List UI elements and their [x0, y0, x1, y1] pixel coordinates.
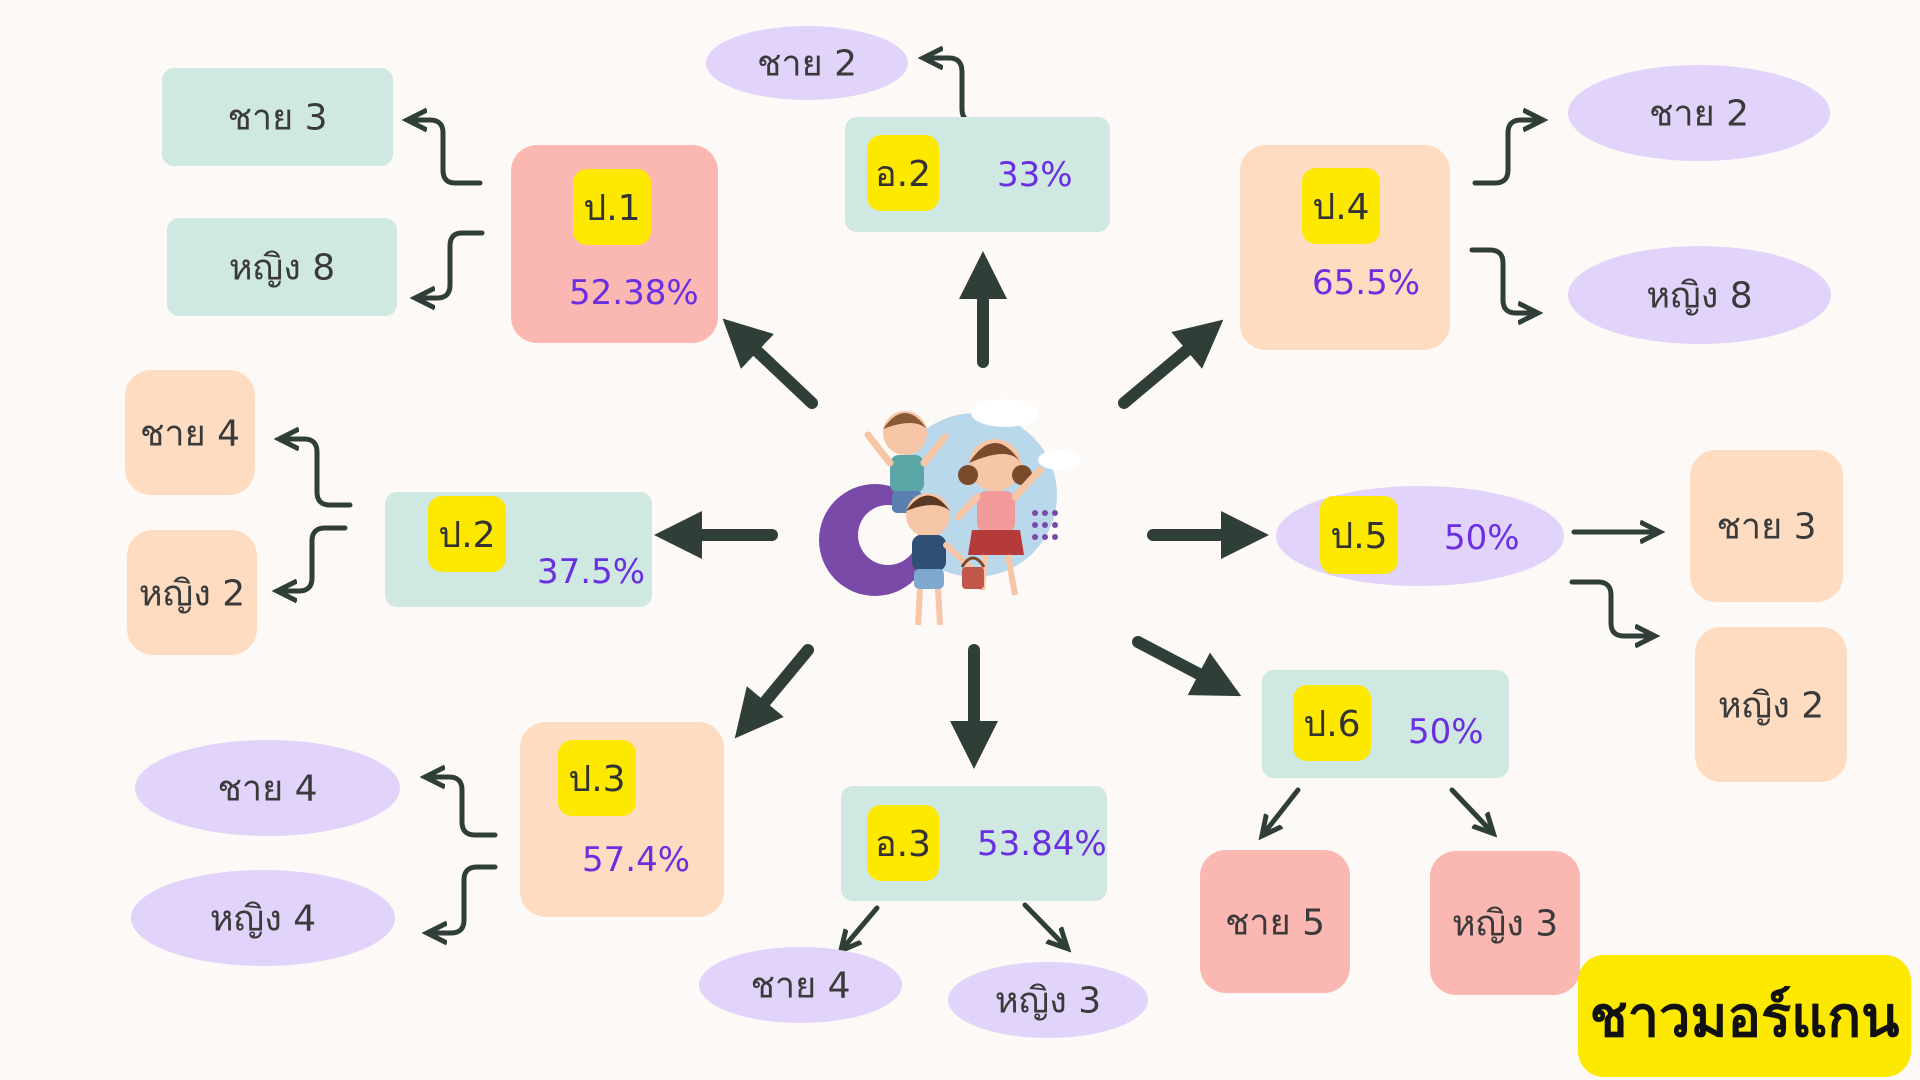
branch-p3-female: [432, 864, 498, 933]
node-p5-percent: 50%: [1444, 518, 1520, 558]
a3-male-oval: ชาย 4: [699, 947, 902, 1023]
a3-female-oval: หญิง 3: [948, 962, 1148, 1038]
node-a2-percent: 33%: [997, 155, 1073, 195]
branch-p4-female: [1469, 247, 1533, 313]
p2-male-box: ชาย 4: [125, 370, 255, 495]
node-a3-label: อ.3: [867, 805, 939, 881]
branch-p6-male: [1265, 787, 1301, 832]
node-p1-percent: 52.38%: [569, 273, 699, 313]
arrow-to-p6: [1132, 636, 1242, 697]
branch-p6-female: [1449, 787, 1490, 830]
arrow-to-p3: [734, 644, 814, 739]
branch-p3-male: [430, 777, 498, 838]
p3-male-text: ชาย 4: [217, 768, 318, 810]
p4-male-text: ชาย 2: [1648, 93, 1750, 135]
p1-female-box: หญิง 8: [167, 218, 397, 316]
p6-female-text: หญิง 3: [1451, 903, 1559, 945]
node-a3: อ.3 53.84%: [841, 786, 1107, 901]
p6-male-box: ชาย 5: [1200, 850, 1350, 993]
p1-male-text: ชาย 3: [227, 97, 328, 139]
arrow-to-p4: [1118, 319, 1224, 409]
p4-female-text: หญิง 8: [1646, 275, 1753, 317]
a2-male-oval: ชาย 2: [706, 26, 908, 100]
node-p3: ป.3 57.4%: [520, 722, 724, 917]
p2-female-box: หญิง 2: [127, 530, 257, 655]
node-p3-percent: 57.4%: [582, 840, 691, 880]
branch-a3-female: [1022, 902, 1064, 945]
node-p2-label: ป.2: [428, 496, 506, 572]
branch-p1-male: [412, 120, 483, 186]
branch-p2-female: [282, 525, 348, 591]
node-a3-percent: 53.84%: [977, 824, 1107, 864]
node-p5: ป.5 50%: [1276, 486, 1564, 586]
p2-male-text: ชาย 4: [139, 413, 241, 454]
node-p1: ป.1 52.38%: [511, 145, 718, 343]
p5-female-box: หญิง 2: [1695, 627, 1847, 782]
a3-male-text: ชาย 4: [750, 965, 851, 1007]
branch-p2-male: [284, 439, 353, 508]
p2-female-text: หญิง 2: [138, 573, 246, 614]
node-a2-label: อ.2: [867, 135, 939, 211]
p6-female-box: หญิง 3: [1430, 851, 1580, 995]
node-p4-label: ป.4: [1302, 168, 1380, 244]
title-banner: ชาวมอร์แกน: [1578, 955, 1911, 1077]
p5-male-box: ชาย 3: [1690, 450, 1843, 602]
node-p6-percent: 50%: [1408, 712, 1484, 752]
node-p6-label: ป.6: [1293, 685, 1371, 761]
p4-female-oval: หญิง 8: [1568, 246, 1831, 344]
node-p6: ป.6 50%: [1262, 670, 1509, 778]
node-p2-percent: 37.5%: [537, 552, 646, 592]
a3-female-text: หญิง 3: [994, 980, 1102, 1022]
title-text: ชาวมอร์แกน: [1589, 984, 1900, 1050]
p3-female-text: หญิง 4: [209, 898, 317, 940]
node-p5-label: ป.5: [1320, 496, 1398, 574]
node-p1-label: ป.1: [573, 169, 651, 245]
three-children-jumping-illustration: [819, 399, 1080, 626]
arrow-to-p1: [722, 318, 818, 409]
node-p2: ป.2 37.5%: [385, 492, 652, 607]
branch-p1-female: [420, 230, 485, 298]
p6-male-text: ชาย 5: [1224, 902, 1326, 943]
p4-male-oval: ชาย 2: [1568, 65, 1830, 161]
branch-p5-female: [1569, 579, 1650, 636]
a2-male-text: ชาย 2: [756, 43, 858, 85]
p3-male-oval: ชาย 4: [135, 740, 400, 836]
p3-female-oval: หญิง 4: [131, 870, 395, 966]
p1-female-text: หญิง 8: [228, 247, 336, 289]
p1-male-box: ชาย 3: [162, 68, 393, 166]
branch-p4-male: [1472, 120, 1538, 186]
p5-male-text: ชาย 3: [1716, 506, 1817, 548]
p5-female-text: หญิง 2: [1717, 685, 1825, 726]
branch-a2-male: [928, 58, 996, 125]
branch-a3-male: [844, 905, 880, 947]
node-p3-label: ป.3: [558, 740, 636, 816]
node-p4-percent: 65.5%: [1312, 263, 1421, 303]
node-a2: อ.2 33%: [845, 117, 1110, 232]
node-p4: ป.4 65.5%: [1240, 145, 1450, 350]
